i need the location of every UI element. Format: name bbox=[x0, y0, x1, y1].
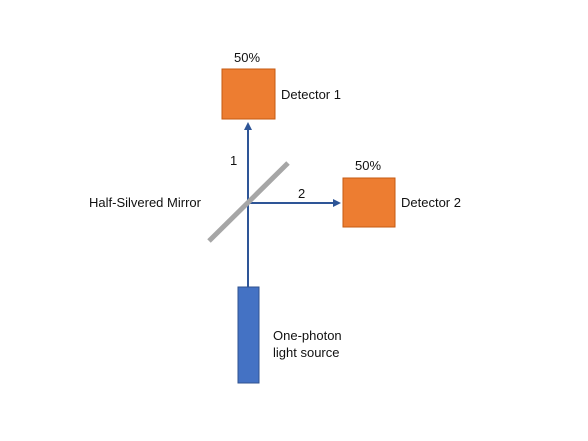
light-source-label-line-2: light source bbox=[273, 345, 340, 360]
detector-1-box bbox=[221, 68, 276, 120]
detector-2-label: Detector 2 bbox=[401, 195, 461, 210]
light-source-label: One-photon light source bbox=[273, 327, 342, 361]
path-2-label: 2 bbox=[298, 186, 306, 201]
path-1-label: 1 bbox=[230, 153, 238, 168]
light-source-label-line-1: One-photon bbox=[273, 328, 342, 343]
half-silvered-mirror bbox=[207, 161, 290, 243]
detector-2-percent: 50% bbox=[355, 158, 382, 173]
detector-1-percent: 50% bbox=[234, 50, 261, 65]
mirror-label: Half-Silvered Mirror bbox=[89, 195, 201, 210]
light-source-box bbox=[237, 286, 260, 384]
detector-2-box bbox=[342, 177, 396, 228]
detector-1-label: Detector 1 bbox=[281, 87, 341, 102]
